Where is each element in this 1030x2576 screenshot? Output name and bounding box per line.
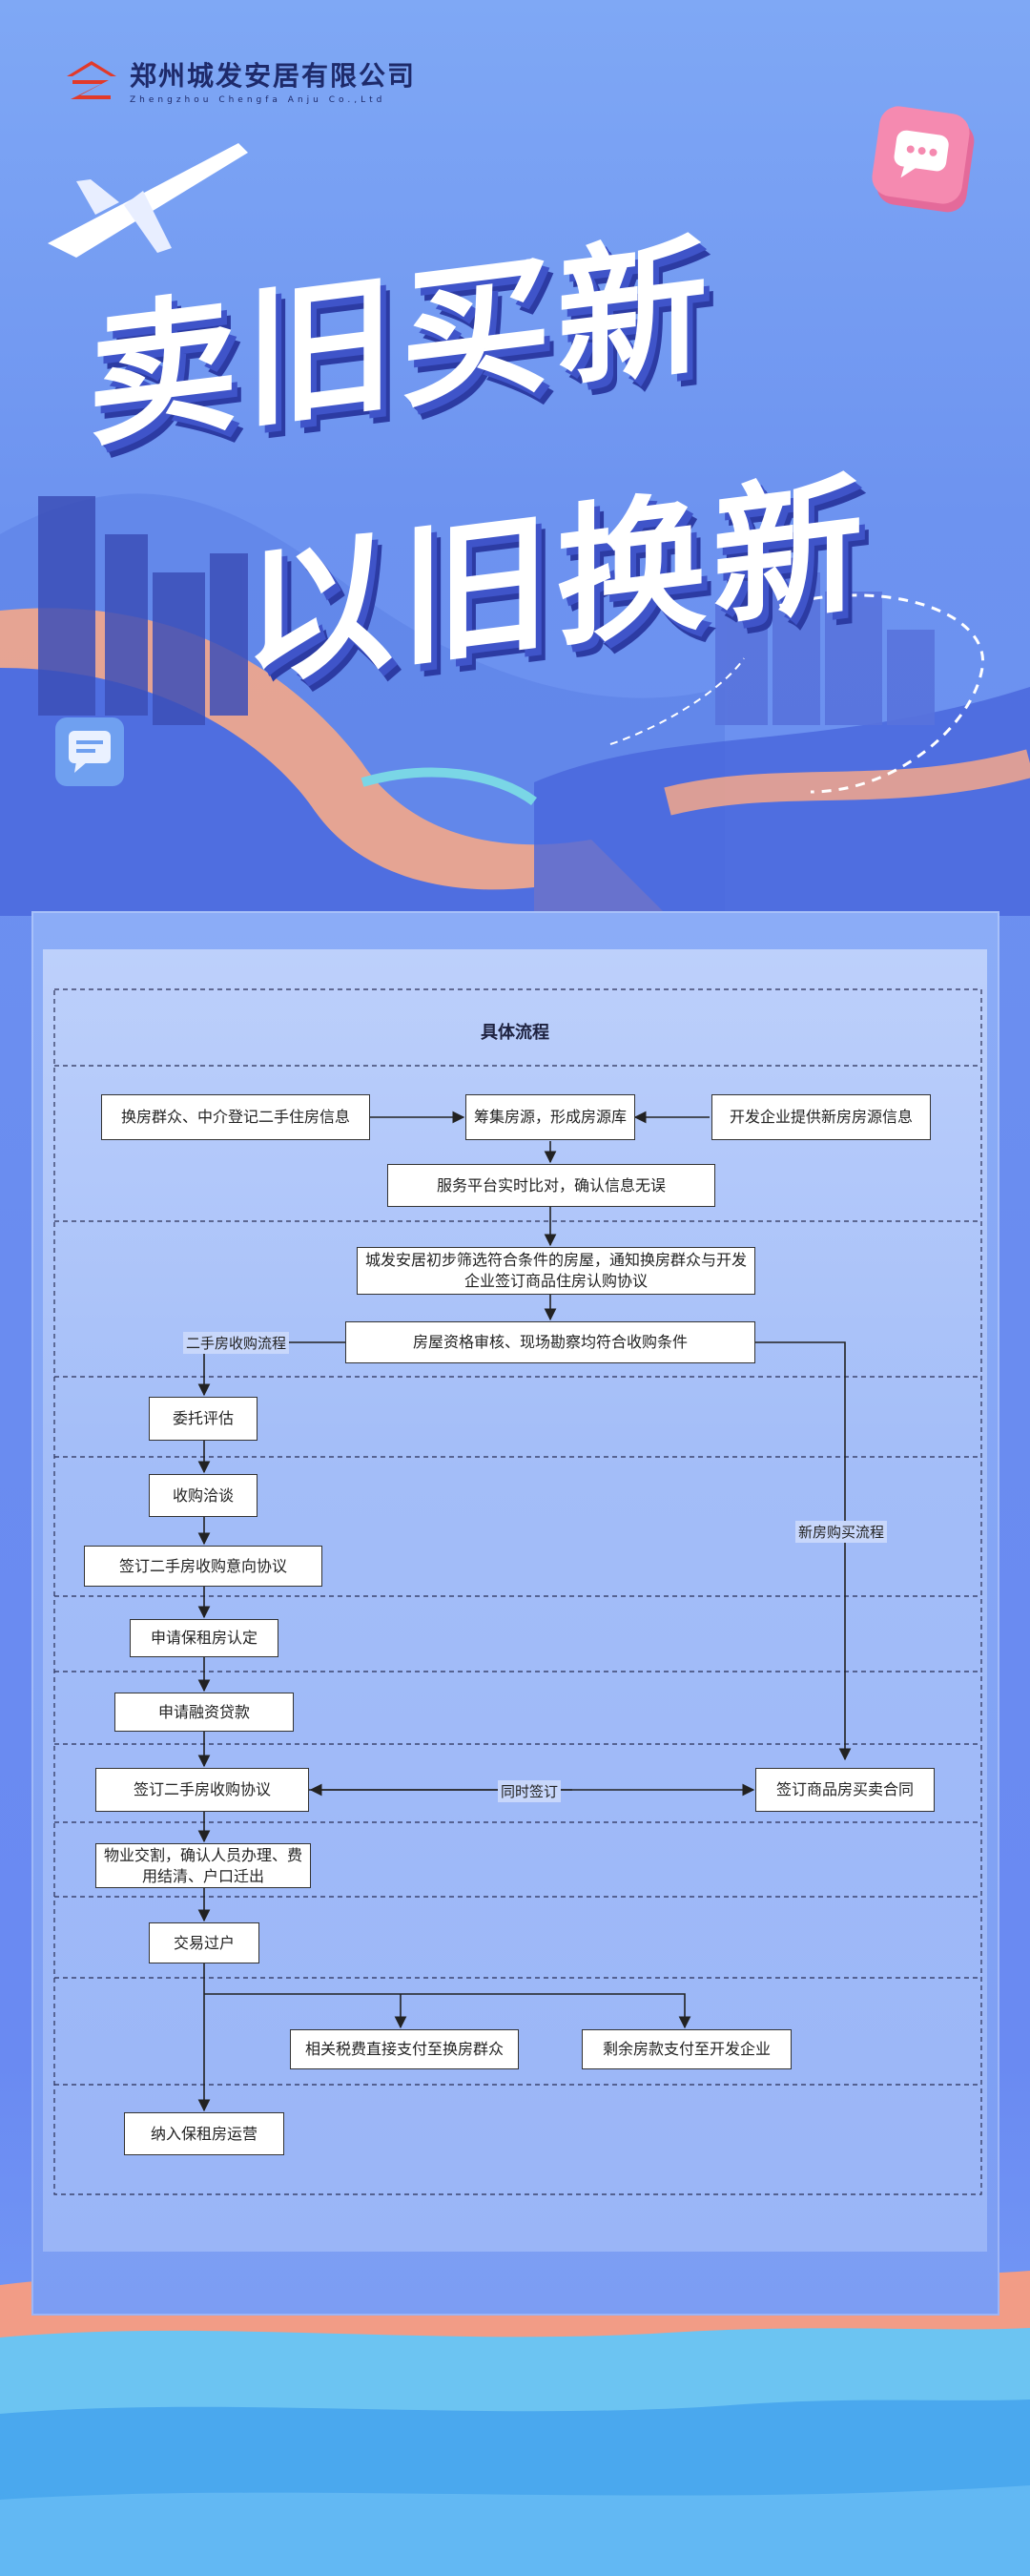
- company-logo: 郑州城发安居有限公司 Zhengzhou Chengfa Anju Co.,Lt…: [63, 55, 416, 105]
- node-qualification-check: 房屋资格审核、现场勘察均符合收购条件: [345, 1321, 755, 1363]
- company-name-en: Zhengzhou Chengfa Anju Co.,Ltd: [130, 95, 386, 105]
- node-balance-payment: 剩余房款支付至开发企业: [582, 2029, 792, 2069]
- node-initial-screen: 城发安居初步筛选符合条件的房屋，通知换房群众与开发企业签订商品住房认购协议: [357, 1247, 755, 1295]
- label-newhouse-process: 新房购买流程: [795, 1521, 888, 1543]
- node-rental-certification: 申请保租房认定: [130, 1619, 278, 1657]
- node-property-handover: 物业交割，确认人员办理、费用结清、户口迁出: [95, 1843, 311, 1888]
- node-platform-compare: 服务平台实时比对，确认信息无误: [387, 1164, 715, 1207]
- node-purchase-agreement: 签订二手房收购协议: [95, 1768, 309, 1812]
- flow-title: 具体流程: [481, 1023, 549, 1043]
- message-icon: [55, 717, 124, 786]
- node-negotiation: 收购洽谈: [149, 1474, 258, 1517]
- chat-bubble-icon: [869, 103, 973, 207]
- airplane-icon: [48, 143, 248, 258]
- node-housing-pool: 筹集房源，形成房源库: [465, 1094, 635, 1140]
- node-sales-contract: 签订商品房买卖合同: [755, 1768, 935, 1812]
- node-register-secondhand: 换房群众、中介登记二手住房信息: [101, 1094, 370, 1140]
- company-name-cn: 郑州城发安居有限公司: [130, 60, 417, 92]
- node-developer-info: 开发企业提供新房房源信息: [711, 1094, 931, 1140]
- label-secondhand-process: 二手房收购流程: [183, 1332, 290, 1354]
- node-entrust-appraisal: 委托评估: [149, 1397, 258, 1441]
- node-loan-application: 申请融资贷款: [114, 1693, 294, 1732]
- node-tax-payment: 相关税费直接支付至换房群众: [290, 2029, 519, 2069]
- node-intent-agreement: 签订二手房收购意向协议: [84, 1546, 322, 1587]
- logo-mark-icon: [67, 61, 116, 99]
- node-title-transfer: 交易过户: [149, 1922, 259, 1963]
- label-simultaneous: 同时签订: [498, 1780, 562, 1802]
- node-rental-operation: 纳入保租房运营: [124, 2112, 284, 2155]
